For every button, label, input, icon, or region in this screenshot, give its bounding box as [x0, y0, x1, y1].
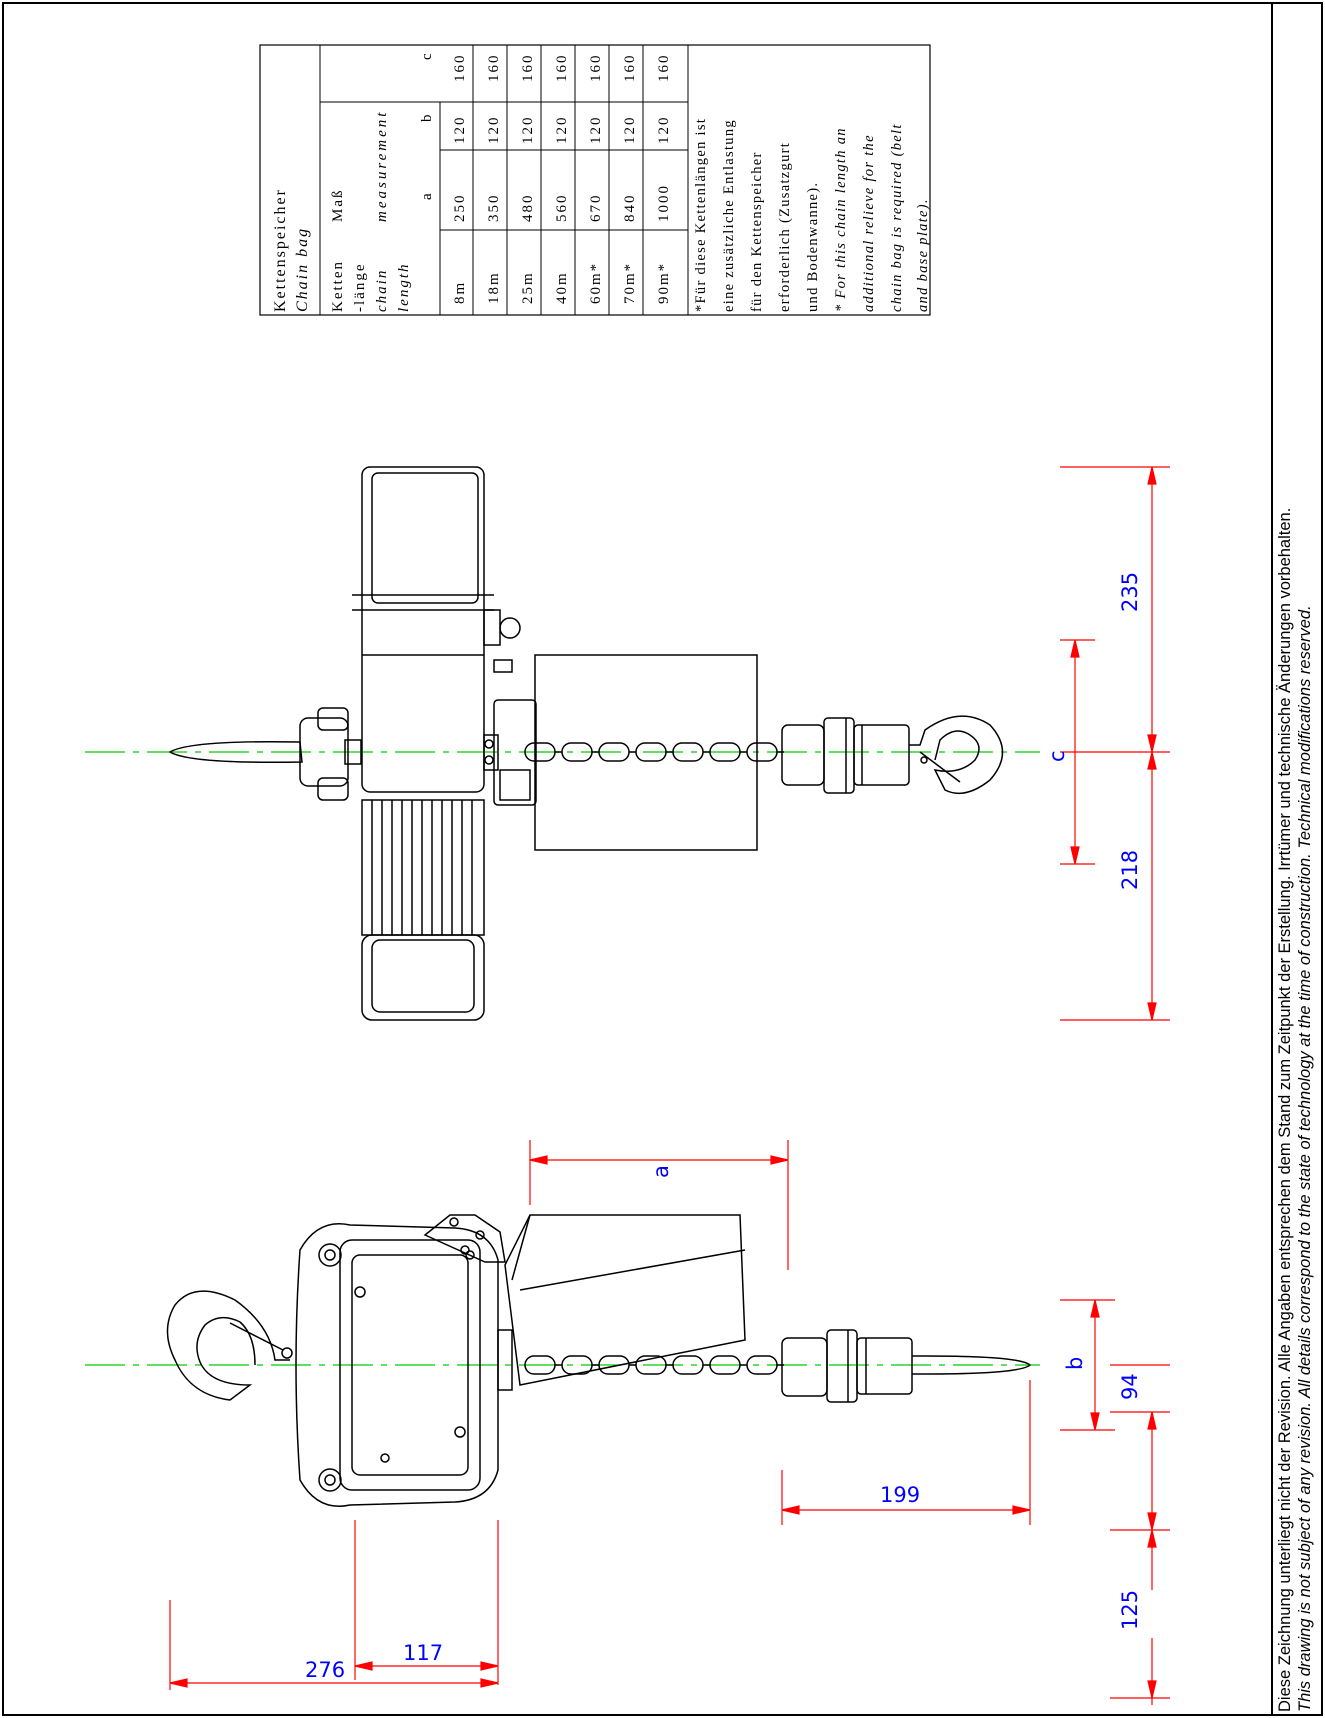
dim-117-label: 117 — [403, 1641, 443, 1665]
dim-276-label: 276 — [305, 1658, 345, 1682]
dim-c-label: c — [1045, 750, 1069, 762]
svg-text:c: c — [1045, 750, 1069, 762]
svg-text:b: b — [1063, 1357, 1087, 1370]
table-title-de: Kettenspeicher — [272, 188, 289, 312]
col-measure-de: Maß — [330, 189, 346, 223]
dim-b-label: b — [1063, 1357, 1087, 1370]
table-cell-a-3: 560 — [554, 194, 570, 223]
col-length-de-1: Ketten — [330, 260, 346, 312]
table-cell-length-0: 8m — [452, 281, 468, 304]
table-title-en: Chain bag — [294, 227, 311, 312]
dim-a-label: a — [649, 1165, 673, 1178]
table-cell-c-6: 160 — [656, 54, 672, 83]
table-cell-c-2: 160 — [520, 54, 536, 83]
dimensions-side-view — [169, 1140, 1170, 1705]
table-cell-b-4: 120 — [588, 116, 604, 145]
col-measure-en: measurement — [374, 110, 390, 222]
table-cell-b-1: 120 — [486, 116, 502, 145]
dim-199-label: 199 — [880, 1483, 920, 1507]
table-cell-a-5: 840 — [622, 194, 638, 223]
table-cell-c-0: 160 — [452, 54, 468, 83]
chain-bag-side — [504, 1214, 746, 1386]
table-cell-a-1: 350 — [486, 194, 502, 223]
svg-text:235: 235 — [1118, 572, 1142, 612]
table-cell-length-5: 70m* — [622, 262, 638, 304]
table-cell-b-3: 120 — [554, 116, 570, 145]
table-cell-a-2: 480 — [520, 194, 536, 223]
hoist-side-view — [85, 1214, 1040, 1507]
svg-text:94: 94 — [1118, 1373, 1142, 1400]
note-de-2: eine zusätzliche Entlastung — [721, 119, 737, 312]
table-cell-b-0: 120 — [452, 116, 468, 145]
sub-c: c — [419, 53, 435, 60]
table-cell-b-5: 120 — [622, 116, 638, 145]
col-length-de-2: -länge — [352, 263, 368, 312]
table-cell-length-3: 40m — [554, 271, 570, 304]
col-length-en-1: chain — [374, 269, 390, 312]
footer-en: This drawing is not subject of any revis… — [1296, 605, 1314, 1712]
table-cell-b-2: 120 — [520, 116, 536, 145]
svg-text:125: 125 — [1118, 1590, 1142, 1630]
sub-a: a — [419, 193, 435, 200]
chain-bag-table: Kettenspeicher Chain bag Ketten -länge c… — [259, 44, 931, 316]
table-cell-a-4: 670 — [588, 194, 604, 223]
note-en-2: additional relieve for the — [861, 134, 877, 312]
dim-218-label: 218 — [1118, 850, 1142, 890]
footer-notes: Diese Zeichnung unterliegt nicht der Rev… — [1276, 508, 1314, 1712]
col-length-en-2: length — [396, 263, 412, 313]
note-de-4: erforderlich (Zusatzgurt — [777, 142, 793, 312]
dimensions-top-view — [1060, 466, 1170, 1021]
table-cell-length-6: 90m* — [656, 262, 672, 304]
note-de-3: für den Kettenspeicher — [749, 151, 765, 312]
table-cell-b-6: 120 — [656, 116, 672, 145]
dim-125-label: 125 — [1118, 1590, 1142, 1630]
table-cell-length-2: 25m — [520, 271, 536, 304]
sub-b: b — [419, 115, 435, 123]
svg-text:a: a — [649, 1165, 673, 1178]
table-cell-c-4: 160 — [588, 54, 604, 83]
note-de-5: und Bodenwanne). — [805, 182, 821, 312]
table-cell-length-4: 60m* — [588, 262, 604, 304]
table-note: *Für diese Kettenlängen ist eine zusätzl… — [693, 118, 931, 312]
footer-de: Diese Zeichnung unterliegt nicht der Rev… — [1276, 508, 1294, 1712]
dim-235-label: 235 — [1118, 572, 1142, 612]
table-cell-c-1: 160 — [486, 54, 502, 83]
table-cell-a-6: 1000 — [656, 184, 672, 222]
table-cell-length-1: 18m — [486, 271, 502, 304]
table-cell-a-0: 250 — [452, 194, 468, 223]
note-en-1: * For this chain length an — [833, 127, 849, 312]
note-en-4: and base plate). — [915, 198, 931, 312]
note-de-1: *Für diese Kettenlängen ist — [693, 118, 709, 312]
table-cell-c-5: 160 — [622, 54, 638, 83]
chain-bag-top — [534, 654, 758, 851]
svg-text:218: 218 — [1118, 850, 1142, 890]
hoist-top-view — [85, 466, 1040, 1021]
dim-94-label: 94 — [1118, 1373, 1142, 1400]
note-en-3: chain bag is required (belt — [889, 123, 905, 312]
table-cell-c-3: 160 — [554, 54, 570, 83]
